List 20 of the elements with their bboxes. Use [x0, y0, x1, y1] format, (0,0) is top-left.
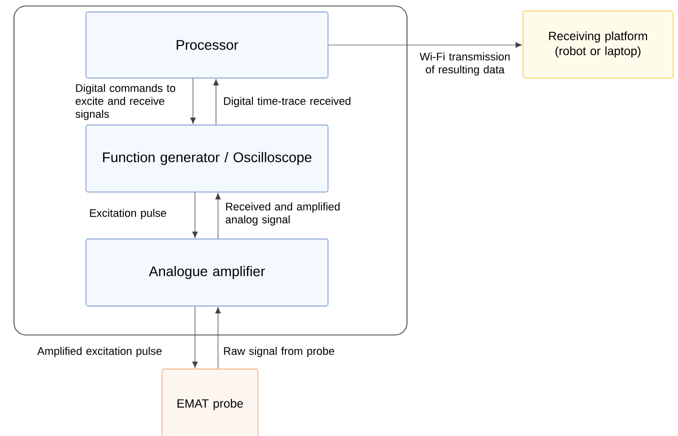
arrow: [190, 78, 196, 124]
edge-label: Digital commands to excite and receive signals: [76, 84, 176, 120]
arrow: [213, 79, 219, 125]
process-box: Analogue amplifier: [86, 238, 328, 306]
edge-label: Digital time-trace received: [224, 96, 350, 108]
edge-label: Amplified excitation pulse: [37, 346, 162, 358]
process-box: Function generator / Oscilloscope: [86, 124, 328, 192]
arrow: [215, 307, 221, 369]
edge-label: Received and amplified analog signal: [226, 202, 340, 226]
arrow: [192, 306, 198, 368]
process-box: Processor: [86, 12, 328, 78]
edge-label: Excitation pulse: [90, 208, 166, 220]
group-frame: [14, 6, 408, 336]
arrow: [192, 192, 198, 238]
arrow: [328, 42, 522, 48]
edge-label: Raw signal from probe: [224, 346, 334, 358]
edge-label: Wi-Fi transmission of resulting data: [420, 52, 510, 76]
arrow: [215, 193, 221, 239]
platform-box: Receiving platform (robot or laptop): [522, 10, 674, 78]
probe-box: EMAT probe: [162, 368, 258, 436]
